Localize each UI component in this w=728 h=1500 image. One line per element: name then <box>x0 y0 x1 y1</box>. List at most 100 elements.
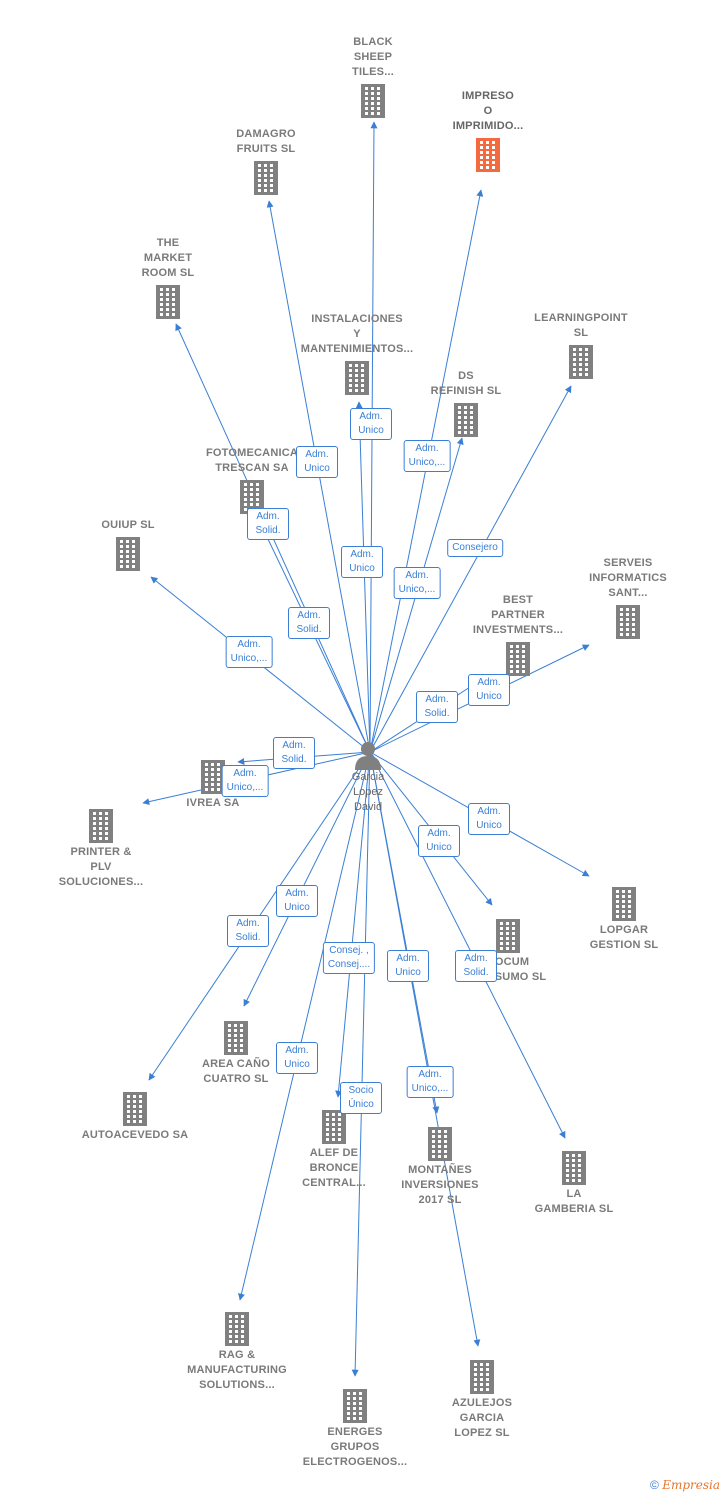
relation-label-learningpoint[interactable]: Consejero <box>447 539 503 557</box>
relation-label-black-sheep[interactable]: Adm. Unico <box>350 408 392 440</box>
relation-label-damagro[interactable]: Adm. Unico <box>296 446 338 478</box>
company-node-rag[interactable]: RAG & MANUFACTURING SOLUTIONS... <box>162 1308 312 1393</box>
company-node-azulejos[interactable]: AZULEJOS GARCIA LOPEZ SL <box>407 1356 557 1441</box>
company-node-ouiup[interactable]: OUIUP SL <box>53 518 203 573</box>
building-icon <box>156 285 180 319</box>
company-name: INSTALACIONES Y MANTENIMIENTOS... <box>300 313 414 355</box>
relation-label-docum[interactable]: Adm. Unico <box>418 825 460 857</box>
building-icon <box>569 345 593 379</box>
company-name: ENERGES GRUPOS ELECTROGENOS... <box>302 1426 408 1468</box>
building-icon <box>562 1151 586 1185</box>
company-name: LEARNINGPOINT SL <box>534 312 628 339</box>
company-name: DAMAGRO FRUITS SL <box>236 128 296 155</box>
footer-credit: © Empresia <box>650 1478 720 1492</box>
company-name: IVREA SA <box>186 797 240 809</box>
relation-label-area-cano[interactable]: Adm. Unico <box>276 885 318 917</box>
copyright-symbol: © <box>650 1478 659 1492</box>
building-icon <box>224 1021 248 1055</box>
relation-label-instalaciones[interactable]: Adm. Unico <box>341 546 383 578</box>
person-node[interactable]: Garcia Lopez David <box>328 740 408 815</box>
relation-label-printer[interactable]: Adm. Unico,... <box>221 765 269 797</box>
relation-label-energes[interactable]: Socio Único <box>340 1082 382 1114</box>
company-node-damagro[interactable]: DAMAGRO FRUITS SL <box>191 127 341 197</box>
company-name: RAG & MANUFACTURING SOLUTIONS... <box>187 1349 287 1391</box>
relation-label-gamberia[interactable]: Adm. Solid. <box>455 950 497 982</box>
company-node-best-partner[interactable]: BEST PARTNER INVESTMENTS... <box>443 593 593 678</box>
building-icon <box>343 1389 367 1423</box>
relation-edge-rag <box>238 751 371 1301</box>
building-icon <box>361 84 385 118</box>
relation-label-best-partner[interactable]: Adm. Solid. <box>416 691 458 723</box>
relation-label-azulejos[interactable]: Adm. Unico,... <box>406 1066 454 1098</box>
relation-label-fotomecanica[interactable]: Adm. Solid. <box>288 607 330 639</box>
company-name: BLACK SHEEP TILES... <box>352 36 394 78</box>
building-icon <box>322 1110 346 1144</box>
building-icon <box>89 809 113 843</box>
person-name: Garcia Lopez David <box>351 771 385 813</box>
company-node-ds-refinish[interactable]: DS REFINISH SL <box>391 369 541 439</box>
building-icon <box>506 642 530 676</box>
relation-edge-gamberia <box>369 751 566 1139</box>
company-node-impreso[interactable]: IMPRESO O IMPRIMIDO... <box>413 89 563 174</box>
company-name: AREA CAÑO CUATRO SL <box>201 1058 270 1085</box>
company-node-learningpoint[interactable]: LEARNINGPOINT SL <box>506 311 656 381</box>
company-name: LA GAMBERIA SL <box>534 1188 614 1215</box>
relation-edge-energes <box>351 751 371 1377</box>
building-icon <box>123 1092 147 1126</box>
person-icon <box>355 742 381 770</box>
company-node-instalaciones[interactable]: INSTALACIONES Y MANTENIMIENTOS... <box>282 312 432 397</box>
company-name: AZULEJOS GARCIA LOPEZ SL <box>451 1397 513 1439</box>
company-node-area-cano[interactable]: AREA CAÑO CUATRO SL <box>161 1017 311 1087</box>
relation-label-montanes[interactable]: Adm. Unico <box>387 950 429 982</box>
relation-label-rag[interactable]: Adm. Unico <box>276 1042 318 1074</box>
building-icon <box>201 760 225 794</box>
empresia-logo[interactable]: Empresia <box>662 1478 720 1492</box>
company-name: THE MARKET ROOM SL <box>141 237 195 279</box>
building-icon <box>116 537 140 571</box>
company-name: BEST PARTNER INVESTMENTS... <box>472 594 564 636</box>
company-node-black-sheep[interactable]: BLACK SHEEP TILES... <box>298 35 448 120</box>
company-node-serveis[interactable]: SERVEIS INFORMATICS SANT... <box>553 556 703 641</box>
relation-label-impreso[interactable]: Adm. Unico,... <box>403 440 451 472</box>
relation-label-ivrea[interactable]: Adm. Solid. <box>273 737 315 769</box>
building-icon <box>454 403 478 437</box>
relation-label-lopgar[interactable]: Adm. Unico <box>468 803 510 835</box>
company-node-printer[interactable]: PRINTER & PLV SOLUCIONES... <box>26 805 176 890</box>
company-name: OUIUP SL <box>101 519 155 531</box>
building-icon <box>496 919 520 953</box>
company-node-montanes[interactable]: MONTAÑES INVERSIONES 2017 SL <box>365 1123 515 1208</box>
company-node-energes[interactable]: ENERGES GRUPOS ELECTROGENOS... <box>280 1385 430 1470</box>
company-node-ivrea[interactable]: IVREA SA <box>138 756 288 811</box>
company-name: MONTAÑES INVERSIONES 2017 SL <box>401 1164 479 1206</box>
building-icon <box>254 161 278 195</box>
company-name: FOTOMECANICA TRESCAN SA <box>205 447 299 474</box>
building-icon <box>470 1360 494 1394</box>
relation-label-ouiup[interactable]: Adm. Unico,... <box>225 636 273 668</box>
relation-edge-area-cano <box>243 751 371 1007</box>
company-name: ALEF DE BRONCE CENTRAL... <box>302 1147 366 1189</box>
building-icon <box>612 887 636 921</box>
relation-edge-learningpoint <box>369 385 572 753</box>
relation-label-autoacevedo[interactable]: Adm. Solid. <box>227 915 269 947</box>
company-node-market-room[interactable]: THE MARKET ROOM SL <box>93 236 243 321</box>
relation-edge-alef <box>335 751 371 1098</box>
relation-label-serveis[interactable]: Adm. Unico <box>468 674 510 706</box>
company-node-lopgar[interactable]: LOPGAR GESTION SL <box>549 883 699 953</box>
company-name: SERVEIS INFORMATICS SANT... <box>589 557 667 599</box>
building-icon <box>345 361 369 395</box>
company-name: AUTOACEVEDO SA <box>81 1129 189 1141</box>
relation-label-alef[interactable]: Consej. , Consej.... <box>322 942 376 974</box>
relation-edge-azulejos <box>369 751 481 1347</box>
company-name: DS REFINISH SL <box>430 370 502 397</box>
company-node-alef[interactable]: ALEF DE BRONCE CENTRAL... <box>259 1106 409 1191</box>
building-icon <box>476 138 500 172</box>
company-name: PRINTER & PLV SOLUCIONES... <box>58 846 144 888</box>
company-node-gamberia[interactable]: LA GAMBERIA SL <box>499 1147 649 1217</box>
company-name: IMPRESO O IMPRIMIDO... <box>452 90 524 132</box>
relation-label-market-room[interactable]: Adm. Solid. <box>247 508 289 540</box>
company-node-autoacevedo[interactable]: AUTOACEVEDO SA <box>60 1088 210 1143</box>
company-name: LOPGAR GESTION SL <box>589 924 659 951</box>
building-icon <box>616 605 640 639</box>
relation-label-ds-refinish[interactable]: Adm. Unico,... <box>393 567 441 599</box>
